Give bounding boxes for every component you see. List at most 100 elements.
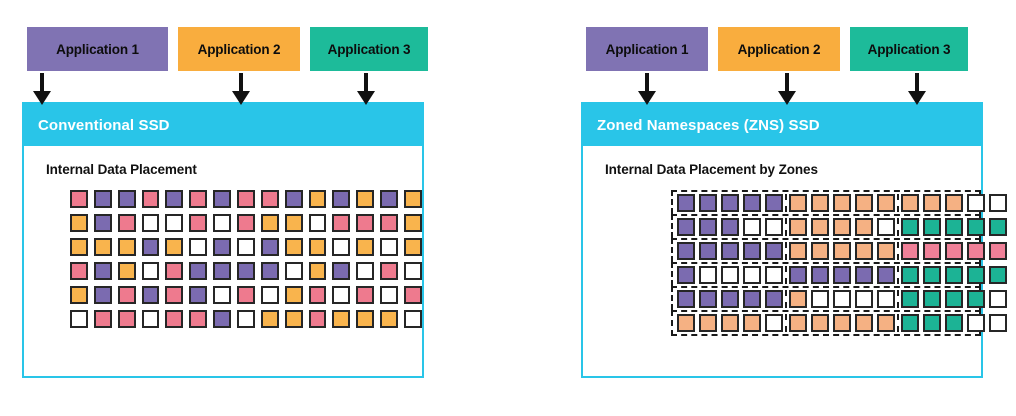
data-block-orange	[308, 238, 327, 256]
data-block-pink	[356, 214, 375, 232]
data-block-purple	[141, 286, 160, 304]
data-block-peach	[699, 314, 717, 332]
data-block-purple	[789, 266, 807, 284]
data-block-peach	[789, 290, 807, 308]
data-block-peach	[789, 194, 807, 212]
data-block-peach	[789, 314, 807, 332]
application-box-1: Application 1	[27, 27, 168, 71]
zone-row-band	[671, 238, 1007, 262]
data-block-purple	[93, 286, 112, 304]
data-block-white	[811, 290, 829, 308]
data-block-white	[237, 310, 255, 328]
zone-1	[675, 314, 787, 332]
data-block-teal	[901, 266, 919, 284]
data-block-orange	[260, 310, 279, 328]
data-block-pink2	[989, 242, 1007, 260]
application-boxes-row: Application 1 Application 2 Application 3	[586, 27, 968, 71]
data-block-purple	[677, 218, 695, 236]
data-block-white	[721, 266, 739, 284]
data-block-teal	[967, 218, 985, 236]
zone-row-band	[671, 262, 1007, 286]
zone-2	[787, 314, 899, 332]
data-block-purple	[721, 242, 739, 260]
data-block-purple	[677, 290, 695, 308]
conventional-ssd-container: Conventional SSD Internal Data Placement	[22, 102, 424, 378]
data-block-purple	[699, 218, 717, 236]
ssd-header: Conventional SSD	[24, 104, 422, 146]
grid-row	[70, 190, 422, 208]
data-block-peach	[721, 314, 739, 332]
data-block-teal	[923, 314, 941, 332]
data-block-white	[141, 214, 160, 232]
data-block-white	[380, 286, 399, 304]
application-label: Application 2	[737, 41, 821, 57]
data-block-teal	[901, 218, 919, 236]
data-block-orange	[165, 238, 184, 256]
data-block-pink	[189, 214, 208, 232]
data-block-white	[989, 314, 1007, 332]
data-block-orange	[117, 262, 136, 280]
data-block-purple	[721, 218, 739, 236]
zone-2	[787, 266, 899, 284]
data-block-orange	[404, 238, 422, 256]
data-block-pink	[380, 214, 399, 232]
data-block-white	[237, 238, 255, 256]
grid-row	[70, 262, 422, 280]
data-block-white	[332, 238, 351, 256]
zone-3	[899, 266, 1009, 284]
data-block-teal	[967, 266, 985, 284]
zone-2	[787, 218, 899, 236]
data-block-peach	[833, 242, 851, 260]
data-block-white	[743, 266, 761, 284]
data-block-purple	[260, 262, 279, 280]
data-block-purple	[165, 190, 184, 208]
data-block-peach	[877, 194, 895, 212]
application-label: Application 1	[605, 41, 689, 57]
data-block-peach	[833, 194, 851, 212]
data-placement-grid	[70, 190, 422, 328]
data-block-white	[141, 310, 160, 328]
data-block-teal	[923, 218, 941, 236]
data-block-orange	[332, 310, 351, 328]
data-block-white	[380, 238, 399, 256]
data-block-pink	[332, 214, 351, 232]
data-block-peach	[743, 314, 761, 332]
data-block-purple	[332, 262, 351, 280]
data-block-peach	[833, 314, 851, 332]
data-block-orange	[356, 310, 375, 328]
data-block-purple	[743, 194, 761, 212]
data-block-teal	[945, 266, 963, 284]
data-block-white	[765, 266, 783, 284]
data-block-orange	[284, 310, 303, 328]
zone-3	[899, 242, 1009, 260]
zone-1	[675, 242, 787, 260]
grid-row	[70, 214, 422, 232]
data-block-pink	[165, 262, 184, 280]
data-block-purple	[765, 194, 783, 212]
data-block-purple	[284, 190, 303, 208]
data-block-peach	[855, 218, 873, 236]
data-block-teal	[945, 290, 963, 308]
data-block-peach	[789, 242, 807, 260]
data-block-purple	[699, 242, 717, 260]
data-block-white	[967, 194, 985, 212]
data-block-white	[332, 286, 351, 304]
data-block-peach	[945, 194, 963, 212]
data-block-pink	[117, 214, 136, 232]
data-block-purple	[721, 194, 739, 212]
data-block-white	[213, 286, 232, 304]
data-block-purple	[117, 190, 136, 208]
data-block-pink	[165, 286, 184, 304]
data-block-white	[308, 214, 327, 232]
data-block-purple	[141, 238, 160, 256]
data-block-orange	[404, 190, 422, 208]
data-block-purple	[93, 190, 112, 208]
data-block-white	[260, 286, 279, 304]
down-arrow-icon	[232, 73, 250, 105]
data-block-pink2	[945, 242, 963, 260]
application-box-3: Application 3	[850, 27, 968, 71]
data-block-white	[989, 194, 1007, 212]
data-block-orange	[356, 238, 375, 256]
application-box-1: Application 1	[586, 27, 708, 71]
